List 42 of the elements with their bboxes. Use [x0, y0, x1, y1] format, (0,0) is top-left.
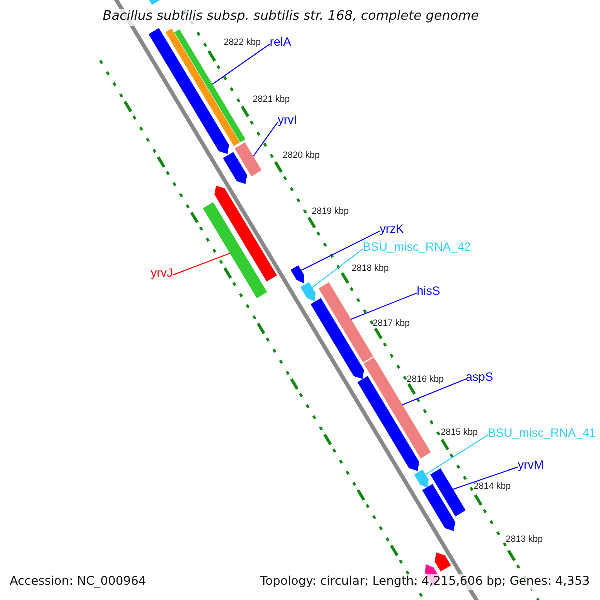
gene-label: yrvJ: [151, 267, 173, 281]
gene-bar: [223, 152, 248, 184]
scale-label: 2815 kbp: [441, 427, 478, 438]
leader-line: [350, 292, 418, 320]
gene-label: BSU_misc_RNA_42: [363, 241, 472, 255]
scale-label: 2820 kbp: [283, 150, 320, 160]
gene-bar: [290, 266, 304, 284]
gene-label: aspS: [466, 371, 494, 385]
leader-line: [402, 378, 466, 406]
scale-label: 2813 kbp: [506, 534, 544, 544]
gene-bar: [434, 552, 452, 572]
scale-label: 2817 kbp: [373, 318, 410, 328]
leader-line: [425, 434, 488, 476]
leader-line: [301, 230, 380, 271]
scale-label: 2822 kbp: [224, 37, 262, 48]
gene-bar: [300, 282, 316, 302]
gene-bar: [234, 142, 262, 177]
gene-label: BSU_misc_RNA_41: [488, 427, 596, 441]
gene-bar: [318, 282, 374, 363]
genome-info-text: Topology: circular; Length: 4,215,606 bp; Genes: 4,353: [258, 574, 592, 590]
accession-text: Accession: NC_000964: [8, 574, 148, 590]
gene-label: yrzK: [380, 223, 404, 237]
gene-bar: [364, 358, 432, 459]
gene-label: yrvI: [278, 114, 298, 128]
gene-bar: [203, 202, 268, 298]
gene-bar: [310, 298, 364, 380]
leader-line: [452, 466, 518, 490]
scale-label: 2816 kbp: [407, 374, 444, 384]
scale-label: 2818 kbp: [352, 263, 390, 274]
leader-line: [212, 44, 270, 85]
gene-bar: [422, 484, 456, 532]
gene-label: hisS: [417, 285, 440, 299]
leader-line: [312, 248, 364, 288]
gene-bar: [430, 468, 466, 517]
gene-label: yrvM: [518, 459, 544, 473]
scale-label: 2819 kbp: [312, 206, 350, 216]
scale-label: 2821 kbp: [253, 94, 290, 104]
gene-label: relA: [270, 36, 292, 50]
leader-line: [172, 253, 231, 276]
scale-label: 2814 kbp: [474, 481, 512, 492]
gene-bar: [214, 186, 278, 282]
gene-bar: [174, 30, 246, 143]
